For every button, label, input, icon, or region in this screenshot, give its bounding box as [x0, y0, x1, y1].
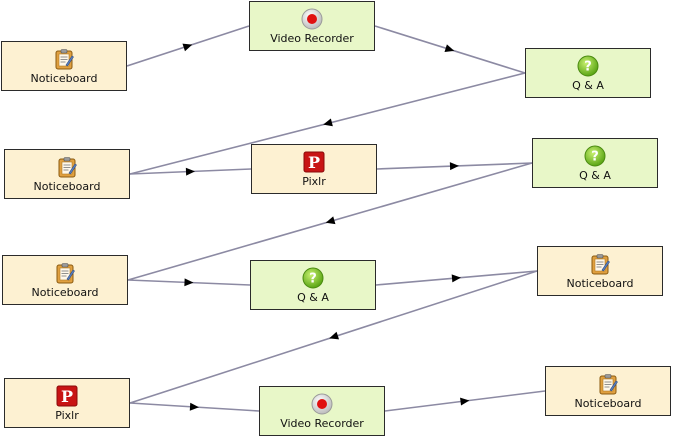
edge-arrowhead [189, 402, 199, 411]
edge-arrowhead [182, 43, 193, 52]
node-pixlr[interactable]: P Pixlr [251, 144, 377, 194]
noticeboard-icon [53, 48, 75, 70]
edge-arrowhead [185, 167, 195, 176]
edge-arrowhead [451, 274, 461, 283]
question-icon: ? [577, 55, 599, 77]
node-label: Noticeboard [566, 276, 634, 290]
svg-text:?: ? [584, 59, 592, 74]
noticeboard-icon [54, 262, 76, 284]
node-label: Q & A [579, 168, 611, 182]
node-label: Q & A [572, 78, 604, 92]
edge-arrowhead [460, 397, 470, 406]
node-label: Pixlr [302, 174, 326, 188]
edge-arrowhead [329, 331, 340, 340]
svg-text:?: ? [591, 149, 599, 164]
edge-arrowhead [444, 44, 455, 52]
node-label: Q & A [297, 290, 329, 304]
node-label: Noticeboard [574, 396, 642, 410]
svg-text:P: P [61, 387, 73, 406]
edge-arrowhead [184, 278, 194, 287]
node-noticeboard[interactable]: Noticeboard [2, 255, 128, 305]
node-q-and-a[interactable]: ? Q & A [250, 260, 376, 310]
noticeboard-icon [56, 156, 78, 178]
node-q-and-a[interactable]: ? Q & A [525, 48, 651, 98]
svg-text:?: ? [309, 271, 317, 286]
question-icon: ? [584, 145, 606, 167]
pixlr-icon: P [303, 151, 325, 173]
question-icon: ? [302, 267, 324, 289]
node-video-recorder[interactable]: Video Recorder [249, 1, 375, 51]
noticeboard-icon [589, 253, 611, 275]
node-q-and-a[interactable]: ? Q & A [532, 138, 658, 188]
edge-arrowhead [325, 216, 336, 225]
node-pixlr[interactable]: P Pixlr [4, 378, 130, 428]
node-label: Video Recorder [280, 416, 364, 430]
edge-arrowhead [449, 162, 459, 171]
node-noticeboard[interactable]: Noticeboard [537, 246, 663, 296]
node-video-recorder[interactable]: Video Recorder [259, 386, 385, 436]
svg-text:P: P [308, 153, 320, 172]
node-label: Noticeboard [33, 179, 101, 193]
node-label: Noticeboard [31, 285, 99, 299]
pixlr-icon: P [56, 385, 78, 407]
noticeboard-icon [597, 373, 619, 395]
edge-arrowhead [323, 118, 333, 127]
node-noticeboard[interactable]: Noticeboard [4, 149, 130, 199]
node-noticeboard[interactable]: Noticeboard [1, 41, 127, 91]
node-label: Noticeboard [30, 71, 98, 85]
record-icon [311, 393, 333, 415]
node-label: Pixlr [55, 408, 79, 422]
record-icon [301, 8, 323, 30]
node-noticeboard[interactable]: Noticeboard [545, 366, 671, 416]
node-label: Video Recorder [270, 31, 354, 45]
